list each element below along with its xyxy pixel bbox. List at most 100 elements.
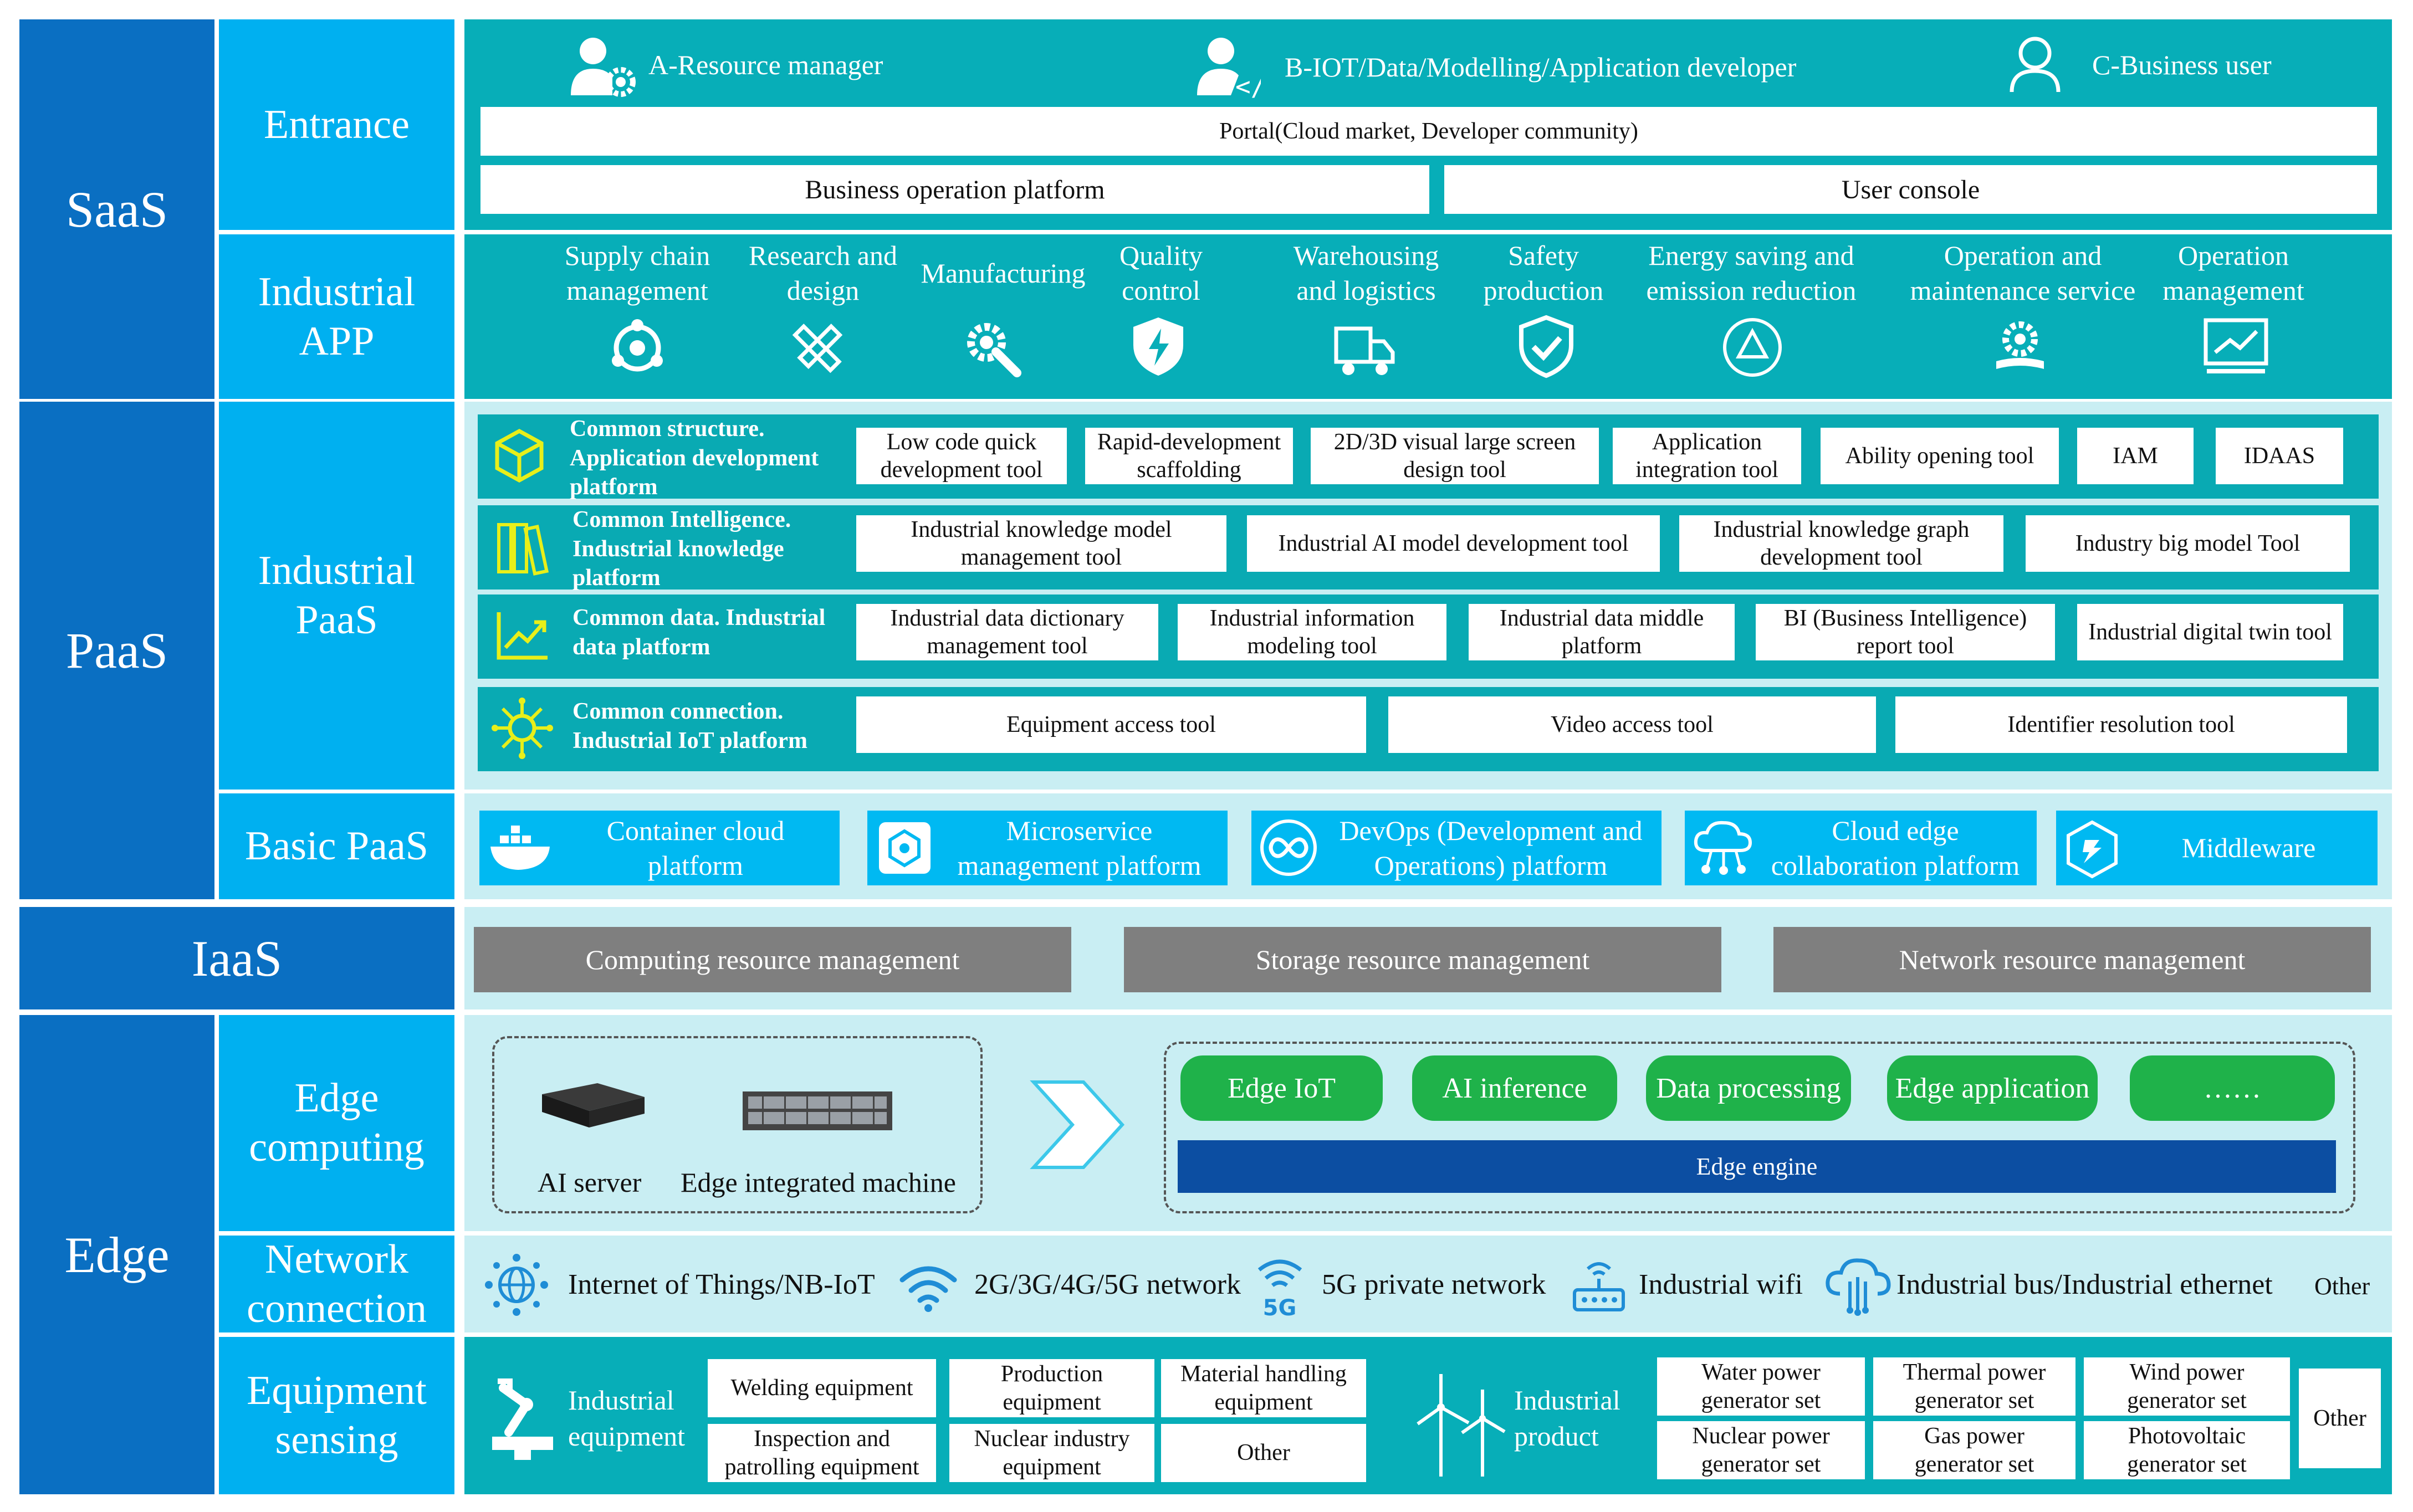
sublayer-network-connection-label: Network connection <box>247 1236 427 1331</box>
equip-inspection[interactable]: Inspection and patrolling equipment <box>708 1424 936 1482</box>
portal-label: Portal(Cloud market, Developer community… <box>1219 119 1638 144</box>
tool-scaffolding[interactable]: Rapid-development scaffolding <box>1085 428 1293 484</box>
paas-row-connection-label: Common connection. Industrial IoT platfo… <box>572 699 807 754</box>
paas-row-intelligence-label: Common Intelligence. Industrial knowledg… <box>572 507 791 591</box>
product-photovoltaic-label: Photovoltaic generator set <box>2127 1423 2247 1477</box>
edge-module-ai-inference-label: AI inference <box>1442 1072 1587 1104</box>
tool-iam-label: IAM <box>2113 443 2158 469</box>
product-water-power-label: Water power generator set <box>1701 1360 1821 1413</box>
tool-idaas[interactable]: IDAAS <box>2216 428 2343 484</box>
layer-paas-label: PaaS <box>66 622 168 679</box>
sublayer-edge-computing-label: Edge computing <box>249 1075 425 1170</box>
edge-module-application[interactable]: Edge application <box>1887 1055 2098 1121</box>
network-mobile-label: 2G/3G/4G/5G network <box>974 1269 1241 1300</box>
tool-knowledge-graph[interactable]: Industrial knowledge graph development t… <box>1679 515 2003 572</box>
equip-material-handling[interactable]: Material handling equipment <box>1161 1359 1366 1417</box>
app-quality-control-label: Quality control <box>1119 240 1203 306</box>
developer-icon: </> <box>1194 33 1261 100</box>
basic-devops[interactable] <box>1251 811 1662 885</box>
wifi-icon <box>898 1260 959 1313</box>
tool-ability-opening-label: Ability opening tool <box>1845 443 2034 469</box>
microservice-icon <box>876 819 934 877</box>
tool-equipment-access[interactable]: Equipment access tool <box>856 696 1366 753</box>
equip-other[interactable]: Other <box>1161 1424 1366 1482</box>
product-thermal-power[interactable]: Thermal power generator set <box>1873 1357 2075 1416</box>
industrial-product-label: Industrial product <box>1514 1385 1620 1452</box>
tool-identifier-resolution[interactable]: Identifier resolution tool <box>1895 696 2347 753</box>
equip-nuclear-industry[interactable]: Nuclear industry equipment <box>949 1424 1154 1482</box>
tool-data-dictionary[interactable]: Industrial data dictionary management to… <box>856 604 1158 660</box>
svg-text:</>: </> <box>1235 71 1261 100</box>
sublayer-equipment-sensing: Equipment sensing <box>219 1337 454 1494</box>
sublayer-basic-paas-label: Basic PaaS <box>245 823 428 869</box>
tool-knowledge-model[interactable]: Industrial knowledge model management to… <box>856 515 1226 572</box>
product-water-power[interactable]: Water power generator set <box>1657 1357 1865 1416</box>
tool-bi-report-label: BI (Business Intelligence) report tool <box>1783 605 2027 659</box>
layer-iaas-label: IaaS <box>191 930 283 987</box>
business-operation-platform[interactable]: Business operation platform <box>480 165 1429 214</box>
portal-bar[interactable]: Portal(Cloud market, Developer community… <box>480 107 2377 156</box>
product-gas-power[interactable]: Gas power generator set <box>1873 1421 2075 1479</box>
hexagon-icon <box>2062 819 2123 880</box>
tool-knowledge-graph-label: Industrial knowledge graph development t… <box>1713 516 1970 570</box>
infinity-icon <box>1258 819 1319 877</box>
tool-video-access[interactable]: Video access tool <box>1388 696 1876 753</box>
app-research-label: Research and design <box>749 240 897 306</box>
router-icon <box>1571 1257 1627 1315</box>
product-nuclear-power-label: Nuclear power generator set <box>1692 1423 1830 1477</box>
iaas-storage[interactable]: Storage resource management <box>1124 927 1721 992</box>
industrial-equipment-label: Industrial equipment <box>568 1385 686 1452</box>
tool-knowledge-model-label: Industrial knowledge model management to… <box>911 516 1172 570</box>
ruler-pencil-icon <box>787 317 848 378</box>
tool-visual-screen[interactable]: 2D/3D visual large screen design tool <box>1311 428 1599 484</box>
ai-server-label: AI server <box>538 1167 642 1198</box>
basic-devops-text: DevOps (Development and Operations) plat… <box>1322 811 1660 885</box>
basic-middleware[interactable] <box>2056 811 2378 885</box>
edge-hardware-group <box>492 1036 983 1213</box>
edge-engine[interactable]: Edge engine <box>1178 1140 2336 1193</box>
chevron-right-icon <box>1028 1078 1128 1172</box>
tool-bi-report[interactable]: BI (Business Intelligence) report tool <box>1756 604 2055 660</box>
tool-big-model-label: Industry big model Tool <box>2075 530 2300 556</box>
tool-ai-model[interactable]: Industrial AI model development tool <box>1247 515 1660 572</box>
product-photovoltaic[interactable]: Photovoltaic generator set <box>2084 1421 2290 1479</box>
cloud-ethernet-icon <box>1823 1255 1893 1316</box>
product-wind-power[interactable]: Wind power generator set <box>2084 1357 2290 1416</box>
product-other[interactable]: Other <box>2299 1369 2381 1468</box>
industrial-app-panel <box>464 234 2392 399</box>
robot-arm-icon <box>487 1371 559 1463</box>
iaas-computing[interactable]: Computing resource management <box>474 927 1071 992</box>
tool-digital-twin[interactable]: Industrial digital twin tool <box>2077 604 2343 660</box>
iaas-network[interactable]: Network resource management <box>1773 927 2371 992</box>
layer-edge: Edge <box>19 1015 214 1494</box>
equip-welding[interactable]: Welding equipment <box>708 1359 936 1417</box>
edge-module-ai-inference[interactable]: AI inference <box>1412 1055 1617 1121</box>
tool-iam[interactable]: IAM <box>2077 428 2194 484</box>
equip-production[interactable]: Production equipment <box>949 1359 1154 1417</box>
user-console-label: User console <box>1841 175 1980 204</box>
tool-ability-opening[interactable]: Ability opening tool <box>1821 428 2059 484</box>
user-console[interactable]: User console <box>1444 165 2377 214</box>
tool-info-modeling[interactable]: Industrial information modeling tool <box>1178 604 1446 660</box>
chart-up-icon <box>492 607 553 665</box>
equip-inspection-label: Inspection and patrolling equipment <box>724 1426 919 1480</box>
tool-app-integration[interactable]: Application integration tool <box>1613 428 1801 484</box>
sublayer-basic-paas: Basic PaaS <box>219 793 454 899</box>
tool-low-code[interactable]: Low code quick development tool <box>856 428 1067 484</box>
edge-module-iot[interactable]: Edge IoT <box>1180 1055 1383 1121</box>
flower-gear-icon <box>1990 316 2051 380</box>
basic-middleware-label: Middleware <box>2181 832 2316 864</box>
gear-wrench-icon <box>962 317 1023 378</box>
tool-data-middle[interactable]: Industrial data middle platform <box>1469 604 1735 660</box>
5g-icon-text: 5G <box>1263 1295 1297 1320</box>
chart-monitor-icon <box>2201 316 2271 377</box>
edge-module-more[interactable]: …… <box>2130 1055 2335 1121</box>
edge-module-data-processing[interactable]: Data processing <box>1646 1055 1851 1121</box>
product-wind-power-label: Wind power generator set <box>2127 1360 2247 1413</box>
edge-machine-label: Edge integrated machine <box>681 1167 956 1198</box>
sublayer-edge-computing: Edge computing <box>219 1015 454 1231</box>
basic-devops-label: DevOps (Development and Operations) plat… <box>1339 815 1643 881</box>
tool-big-model[interactable]: Industry big model Tool <box>2026 515 2350 572</box>
product-nuclear-power[interactable]: Nuclear power generator set <box>1657 1421 1865 1479</box>
supply-chain-icon <box>607 317 668 378</box>
